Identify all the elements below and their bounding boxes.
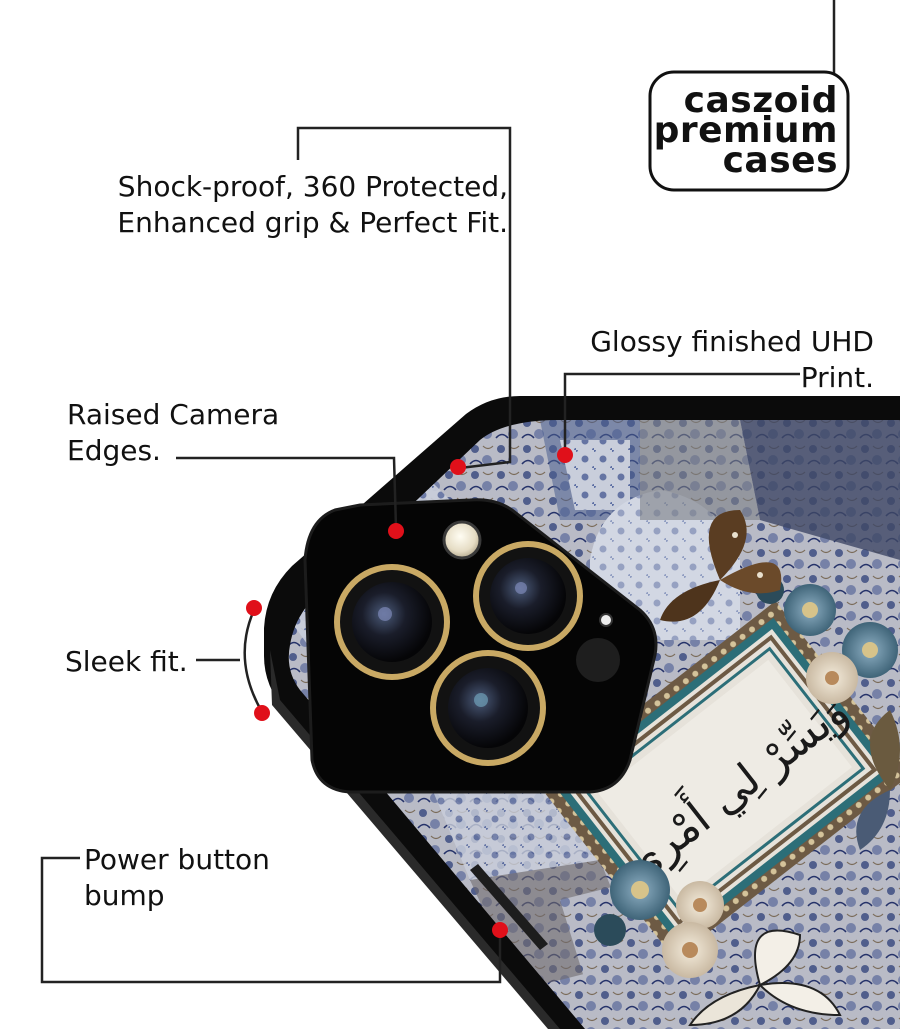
marker-camera-edge	[388, 523, 404, 539]
brand-line-2: premium	[653, 110, 838, 151]
camera-lens-bottom	[430, 650, 546, 766]
power-button-bump	[470, 864, 548, 950]
power-line-1: Power button	[84, 843, 270, 876]
marker-sleek-bottom	[254, 705, 270, 721]
callout-glossy: Glossy finished UHD Print.	[560, 324, 874, 396]
marker-shockproof	[450, 459, 466, 475]
callout-shockproof: Shock-proof, 360 Protected, Enhanced gri…	[108, 169, 508, 241]
camera-line-2: Edges.	[67, 434, 161, 467]
shockproof-line-2: Enhanced grip & Perfect Fit.	[117, 206, 508, 239]
brand-line-1: caszoid	[683, 80, 838, 121]
glossy-line-2: Print.	[800, 361, 874, 394]
sleek-line-1: Sleek fit.	[65, 645, 188, 678]
brand-badge-frame	[648, 70, 850, 192]
flower-cluster-bottom	[594, 860, 724, 978]
callout-camera-edges: Raised Camera Edges.	[67, 397, 279, 469]
camera-lens-top	[473, 541, 583, 651]
butterfly-right	[856, 710, 900, 850]
glossy-line-1: Glossy finished UHD	[590, 325, 874, 358]
camera-lens-left	[334, 564, 450, 680]
callout-lines	[40, 0, 836, 984]
camera-module	[303, 498, 658, 794]
shockproof-line-1: Shock-proof, 360 Protected,	[117, 170, 508, 203]
brand-badge: caszoid premium cases	[652, 80, 838, 181]
callout-sleek-fit: Sleek fit.	[65, 644, 188, 680]
callout-power-button: Power button bump	[84, 842, 270, 914]
power-line-2: bump	[84, 879, 165, 912]
microphone-dot	[599, 613, 613, 627]
butterfly-white	[688, 929, 842, 1027]
brand-line-3: cases	[722, 140, 838, 181]
lidar-sensor	[576, 638, 620, 682]
marker-power	[492, 922, 508, 938]
camera-flash	[442, 520, 482, 560]
camera-line-1: Raised Camera	[67, 398, 280, 431]
callout-markers	[246, 447, 573, 938]
marker-sleek-top	[246, 600, 262, 616]
butterfly-brown	[660, 510, 782, 622]
marker-glossy	[557, 447, 573, 463]
